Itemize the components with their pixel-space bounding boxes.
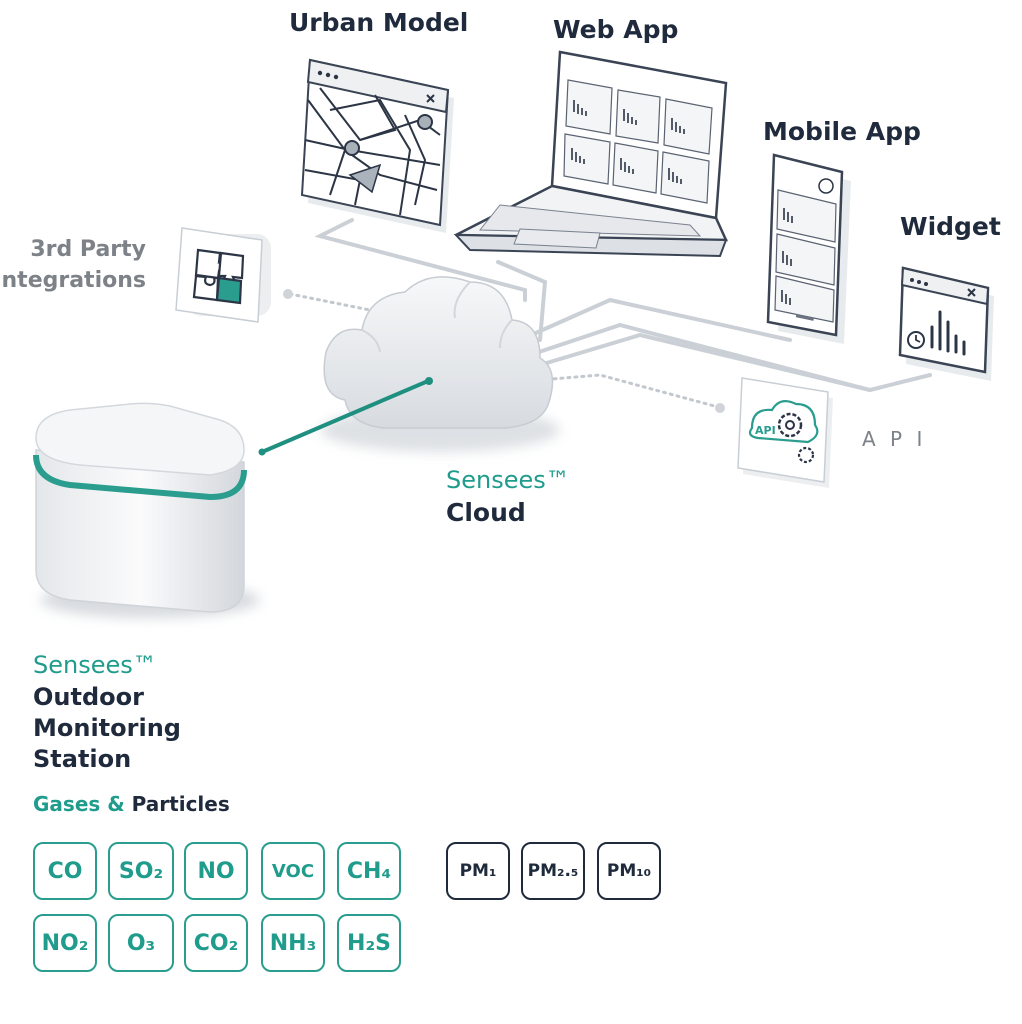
gas-chip: NH₃ (261, 914, 325, 972)
particle-chip: PM₁ (446, 842, 510, 900)
station-brand-label: Sensees™ (33, 651, 157, 679)
gases-particles-heading: Gases & Particles (33, 792, 230, 816)
dotted-lines (288, 292, 720, 409)
line-web-app (496, 260, 548, 342)
cloud-brand-label: Sensees™ (446, 466, 570, 494)
station-line2-label: Monitoring (33, 714, 181, 742)
bar-chart-icon (930, 310, 966, 356)
monitoring-station-illustration (33, 402, 260, 618)
station-line3-label: Station (33, 745, 132, 773)
gas-chip: CO (33, 842, 97, 900)
mobile-app-label: Mobile App (763, 117, 921, 146)
cloud-name-label: Cloud (446, 498, 526, 527)
urban-model-window (300, 58, 454, 233)
third-party-label-line2: Integrations (0, 268, 146, 293)
dotted-third-party (288, 292, 372, 312)
line-urban-model (314, 218, 527, 302)
gas-chip: NO₂ (33, 914, 97, 972)
cloud-illustration (320, 276, 560, 452)
gear-icon (777, 412, 803, 438)
gas-chip: CO₂ (184, 914, 248, 972)
gas-chip: H₂S (337, 914, 401, 972)
gas-chip: SO₂ (108, 842, 174, 900)
puzzle-tile (175, 227, 271, 323)
gas-chip: NO (184, 842, 248, 900)
close-icon (426, 94, 435, 103)
connection-lines (314, 218, 932, 393)
particle-chip: PM₂.₅ (521, 842, 585, 900)
api-label: A P I (862, 427, 927, 451)
station-line1-label: Outdoor (33, 683, 144, 711)
line-widget-2 (538, 332, 872, 392)
window-dots-icon (317, 70, 339, 80)
web-app-label: Web App (553, 15, 679, 44)
dotted-api (538, 373, 720, 409)
api-icon-label: API (755, 424, 776, 437)
gases-word: Gases & (33, 792, 125, 816)
laptop-illustration (453, 50, 728, 258)
panel-bar-icons (571, 100, 685, 184)
small-gear-icon (797, 446, 815, 464)
particles-word: Particles (131, 792, 230, 816)
api-tile: API (737, 377, 833, 488)
widget-window (898, 266, 994, 381)
third-party-label-line1: 3rd Party (30, 237, 146, 262)
line-widget-1 (528, 322, 932, 393)
station-cloud-link (260, 379, 430, 454)
urban-model-label: Urban Model (289, 8, 469, 37)
gas-chip: CH₄ (337, 842, 401, 900)
gas-chip: O₃ (108, 914, 174, 972)
widget-label: Widget (900, 212, 1001, 241)
gas-chip: VOC (261, 842, 325, 900)
dashboard-panels (563, 79, 713, 204)
line-mobile-app (518, 297, 792, 342)
clock-icon (907, 331, 925, 349)
puzzle-icon (192, 248, 245, 305)
phone-illustration (766, 153, 851, 344)
particle-chip: PM₁₀ (597, 842, 661, 900)
